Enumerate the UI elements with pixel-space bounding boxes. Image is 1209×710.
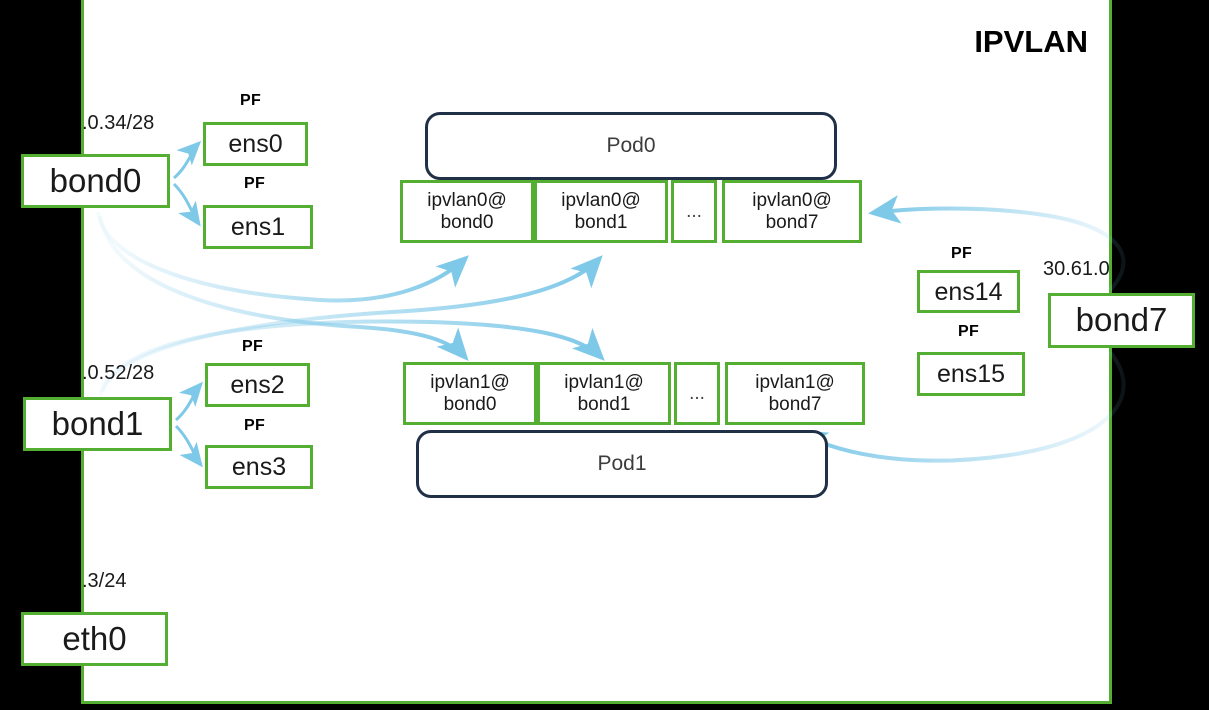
node-bond0[interactable]: bond0 xyxy=(21,154,170,208)
ipvlan0-bond0[interactable]: ipvlan0@ bond0 xyxy=(400,180,534,243)
eth0-ip-label: .3/24 xyxy=(82,570,127,592)
ipvlan0-bond7[interactable]: ipvlan0@ bond7 xyxy=(722,180,862,243)
ipvlan0-bond7-line1: ipvlan0@ xyxy=(752,190,832,212)
ipvlan1-bond1[interactable]: ipvlan1@ bond1 xyxy=(537,362,671,425)
bond1-ip-label: .0.52/28 xyxy=(82,362,155,384)
ipvlan1-bond1-line2: bond1 xyxy=(577,393,631,415)
ipvlan0-bond1[interactable]: ipvlan0@ bond1 xyxy=(534,180,668,243)
ipvlan1-bond1-line1: ipvlan1@ xyxy=(564,372,644,394)
pod1-container: Pod1 xyxy=(416,430,828,498)
node-ens2[interactable]: ens2 xyxy=(205,363,310,407)
ipvlan1-bond0[interactable]: ipvlan1@ bond0 xyxy=(403,362,537,425)
node-ens0[interactable]: ens0 xyxy=(203,122,308,166)
node-eth0[interactable]: eth0 xyxy=(21,612,168,666)
ipvlan1-ellipsis: ... xyxy=(674,362,720,425)
ipvlan0-bond1-line1: ipvlan0@ xyxy=(561,190,641,212)
ipvlan0-bond0-line1: ipvlan0@ xyxy=(427,190,507,212)
node-ens1[interactable]: ens1 xyxy=(203,205,313,249)
node-bond7[interactable]: bond7 xyxy=(1048,293,1195,348)
pf-label-ens3: PF xyxy=(244,417,266,434)
bond7-ip-label: 30.61.0 xyxy=(1043,258,1110,280)
ipvlan0-ellipsis: ... xyxy=(671,180,717,243)
bond0-ip-label: .0.34/28 xyxy=(82,112,155,134)
page-title: IPVLAN xyxy=(974,24,1088,59)
ipvlan0-bond0-line2: bond0 xyxy=(440,211,494,233)
ipvlan1-bond7-line2: bond7 xyxy=(768,393,822,415)
ipvlan1-bond7[interactable]: ipvlan1@ bond7 xyxy=(725,362,865,425)
pf-label-ens15: PF xyxy=(958,323,980,340)
ipvlan1-bond0-line1: ipvlan1@ xyxy=(430,372,510,394)
pod0-container: Pod0 xyxy=(425,112,837,180)
pf-label-ens14: PF xyxy=(951,245,973,262)
ipvlan0-bond7-line2: bond7 xyxy=(765,211,819,233)
node-bond1[interactable]: bond1 xyxy=(23,397,172,451)
node-ens15[interactable]: ens15 xyxy=(917,352,1025,396)
node-ens3[interactable]: ens3 xyxy=(205,445,313,489)
node-ens14[interactable]: ens14 xyxy=(917,270,1020,313)
pf-label-ens0: PF xyxy=(240,92,262,109)
ipvlan1-bond0-line2: bond0 xyxy=(443,393,497,415)
ipvlan0-bond1-line2: bond1 xyxy=(574,211,628,233)
pf-label-ens2: PF xyxy=(242,338,264,355)
ipvlan1-bond7-line1: ipvlan1@ xyxy=(755,372,835,394)
pf-label-ens1: PF xyxy=(244,175,266,192)
